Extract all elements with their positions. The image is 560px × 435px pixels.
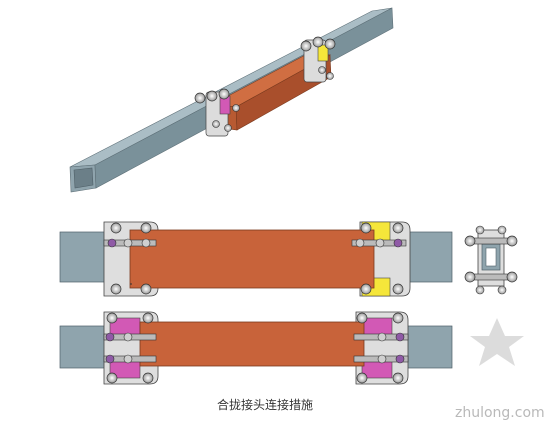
isometric-view	[69, 7, 394, 193]
bolts-lower	[106, 312, 404, 384]
bolts-upper	[110, 222, 404, 295]
iso-right-bracket	[300, 36, 336, 83]
orange-plate	[129, 229, 375, 289]
elevation-view-bottom	[59, 311, 453, 385]
watermark-logo	[470, 318, 524, 366]
link-bars-lower	[103, 332, 409, 364]
tube-end-hole	[73, 167, 94, 189]
iso-left-bracket	[194, 88, 240, 137]
elevation-view-top	[59, 221, 453, 297]
tube-top-face	[69, 7, 393, 168]
watermark-text: zhulong.com	[455, 405, 545, 421]
link-bars-upper	[103, 238, 407, 248]
section-view	[464, 225, 518, 295]
figure-caption: 合拢接头连接措施	[216, 398, 313, 412]
